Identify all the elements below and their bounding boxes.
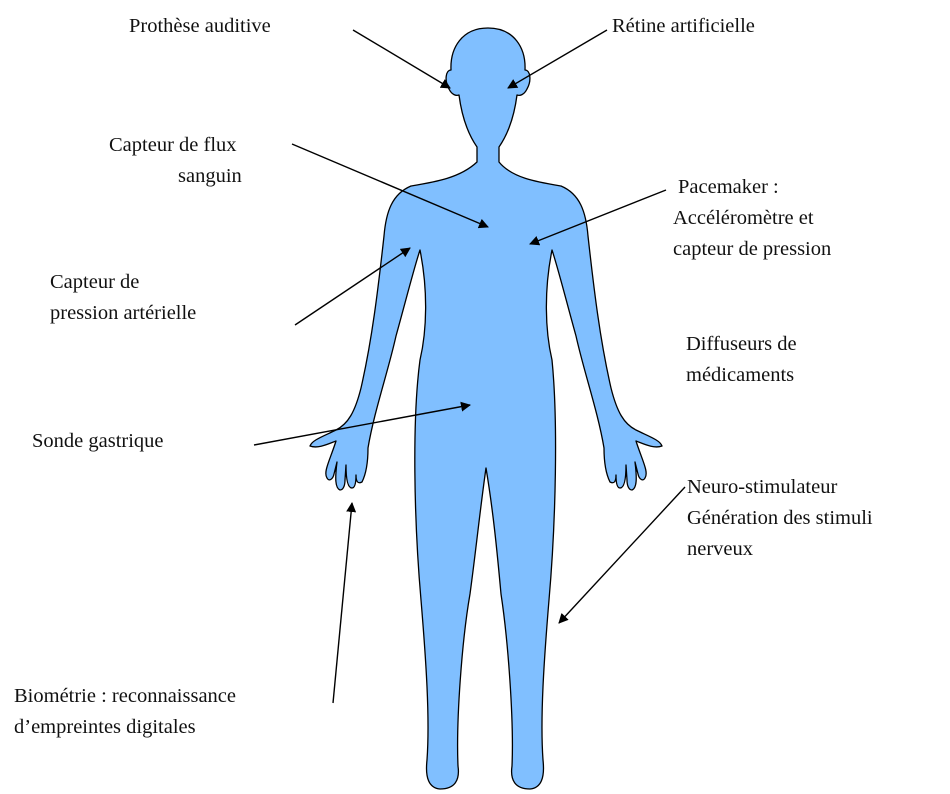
- label-capteur-flux: Capteur de flux sanguin: [109, 130, 242, 192]
- label-capteur-pression-arterielle: Capteur de pression artérielle: [50, 267, 196, 329]
- human-body-silhouette: [310, 28, 662, 789]
- label-prothese-auditive: Prothèse auditive: [129, 11, 271, 42]
- arrow-prothese-auditive: [353, 30, 450, 88]
- arrow-biometrie: [333, 503, 352, 703]
- label-biometrie: Biométrie : reconnaissance d’empreintes …: [14, 681, 236, 743]
- label-retine-artificielle: Rétine artificielle: [612, 11, 755, 42]
- arrow-neuro-stimulateur: [559, 487, 685, 623]
- label-neuro-stimulateur: Neuro-stimulateur Génération des stimuli…: [687, 472, 873, 565]
- label-sonde-gastrique: Sonde gastrique: [32, 426, 164, 457]
- label-diffuseurs: Diffuseurs de médicaments: [686, 329, 797, 391]
- label-pacemaker: Pacemaker : Accéléromètre et capteur de …: [673, 172, 831, 265]
